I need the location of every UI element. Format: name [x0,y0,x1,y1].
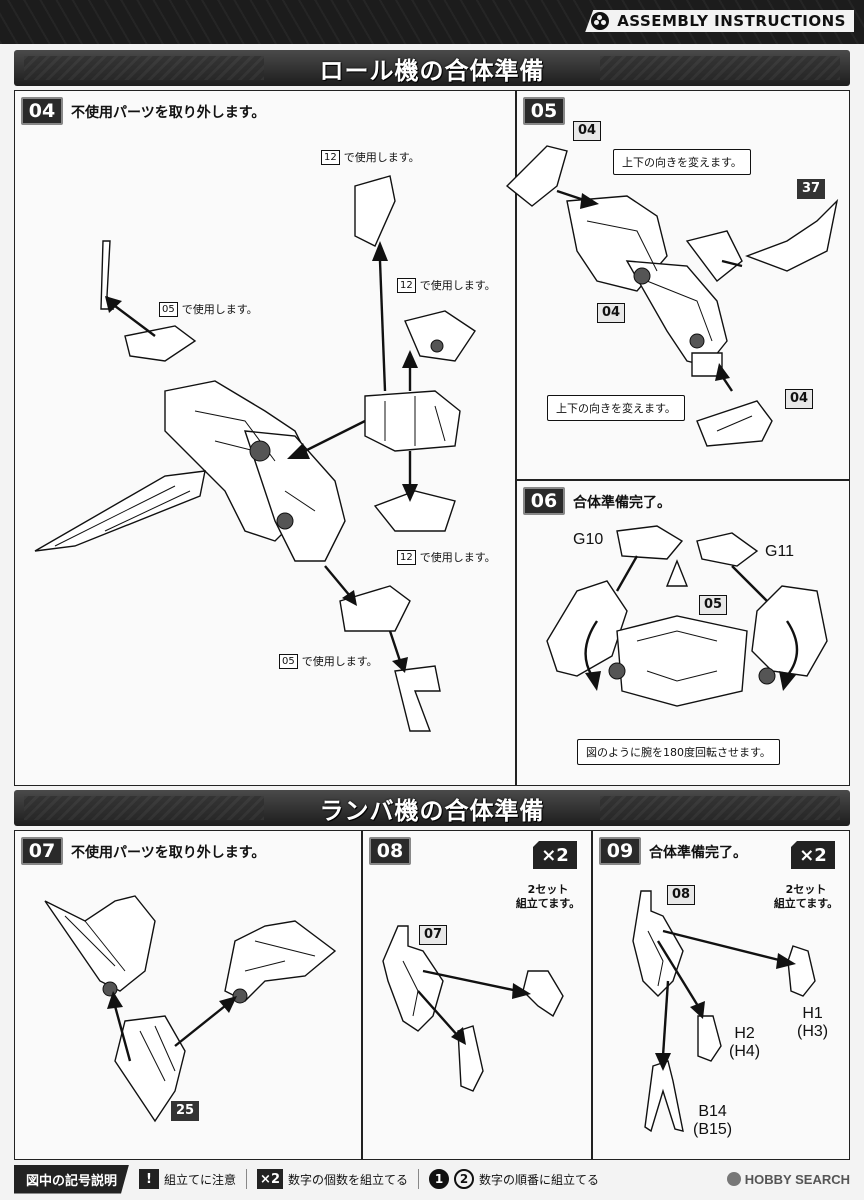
step-07-illustration [44,895,337,1123]
ref-text: で使用します。 [419,551,496,564]
caution-icon: ! [139,1169,160,1189]
arrow-group [105,241,418,673]
legend-caution: ! 組立てに注意 [139,1169,236,1189]
rotate-callout: 図のように腕を180度回転させます。 [577,739,780,765]
part-label-h2-text: H2 [734,1025,755,1042]
part-badge: 04 [573,121,602,141]
multiplier-badge: ×2 [791,841,835,869]
step-04-panel: 04 不使用パーツを取り外します。 12 で使用します。 12 で使用します。 … [14,90,516,786]
ref-text: で使用します。 [419,279,496,292]
arrow-group [584,555,799,691]
section-title-roll: ロール機の合体準備 [319,56,545,85]
ref-tag: 12 で使用します。 [321,149,420,165]
assembly-title-text: ASSEMBLY INSTRUCTIONS [617,12,846,30]
section-banner-roll: ロール機の合体準備 [14,50,850,86]
part-label-b15-text: (B15) [693,1121,733,1138]
step-title: 不使用パーツを取り外します。 [71,105,266,121]
arrow-group [417,969,531,1045]
legend-title: 図中の記号説明 [14,1165,129,1194]
ref-tag: 05 で使用します。 [159,301,258,317]
step-title: 合体準備完了。 [573,495,671,511]
set-note-line1: 2セット [527,883,569,896]
step-number: 09 [599,837,641,865]
part-label-g10: G10 [573,531,604,548]
symbol-legend: 図中の記号説明 ! 組立てに注意 ×2 数字の個数を組立てる 1 2 数字の順番… [14,1164,850,1194]
part-badge: 05 [699,595,728,615]
ref-step-number: 05 [279,653,298,669]
step-04-illustration [34,175,476,732]
set-note: 2セット 組立てます。 [761,883,851,911]
ref-text: で使用します。 [343,151,420,164]
ref-tag: 12 で使用します。 [397,549,496,565]
step-number: 04 [21,97,63,125]
set-note-line1: 2セット [785,883,827,896]
ref-step-number: 05 [159,301,178,317]
order-circle-1-icon: 1 [429,1169,450,1189]
order-text: 数字の順番に組立てる [479,1172,600,1187]
part-label-g11: G11 [765,543,795,560]
part-badge: 37 [797,179,826,199]
arrow-group [556,189,743,392]
callout-top: 上下の向きを変えます。 [613,149,751,175]
part-label-h4-text: (H4) [729,1043,761,1060]
step-title: 不使用パーツを取り外します。 [71,845,266,861]
top-header: ASSEMBLY INSTRUCTIONS [0,0,864,44]
caution-text: 組立てに注意 [164,1172,237,1187]
watermark: HOBBY SEARCH [726,1171,850,1187]
legend-multiplier: ×2 数字の個数を組立てる [257,1169,408,1189]
section-banner-lamba: ランバ機の合体準備 [14,790,850,826]
part-badge: 04 [597,303,626,323]
assembly-title: ASSEMBLY INSTRUCTIONS [585,10,854,32]
logo-icon [591,12,610,30]
section-title-lamba: ランバ機の合体準備 [319,796,545,825]
part-label-h1: H1 (H3) [797,1005,828,1041]
step-09-panel: 09 合体準備完了。 ×2 2セット 組立てます。 08 H1 (H3) H2 … [592,830,850,1160]
watermark-text: HOBBY SEARCH [744,1171,850,1187]
watermark-logo-icon [726,1172,741,1186]
ref-step-number: 12 [321,149,340,165]
ref-tag: 05 で使用します。 [279,653,378,669]
multiplier-text: 数字の個数を組立てる [288,1172,409,1187]
part-badge: 08 [667,885,696,905]
part-label-b14-text: B14 [698,1103,727,1120]
legend-divider [246,1169,248,1189]
set-note-line2: 組立てます。 [773,897,839,910]
part-label-h1-text: H1 [802,1005,823,1022]
step-08-illustration [382,925,564,1092]
step-number: 05 [523,97,565,125]
step-06-panel: 06 合体準備完了。 G10 G11 05 図のように腕を180度回転させます。 [516,480,850,786]
set-note: 2セット 組立てます。 [503,883,593,911]
step-05-panel: 05 04 37 04 04 上下の向きを変えます。 上下の向きを変えます。 [505,90,850,480]
ref-step-number: 12 [397,277,416,293]
step-title: 合体準備完了。 [649,845,747,861]
step-number: 06 [523,487,565,515]
step-number: 07 [21,837,63,865]
part-badge: 25 [171,1101,200,1121]
step-08-panel: 08 ×2 2セット 組立てます。 07 [362,830,592,1160]
part-label-h2: H2 (H4) [729,1025,760,1061]
ref-text: で使用します。 [181,303,258,316]
part-label-h3-text: (H3) [797,1023,829,1040]
ref-step-number: 12 [397,549,416,565]
callout-bottom: 上下の向きを変えます。 [547,395,685,421]
part-badge: 04 [785,389,814,409]
step-05-illustration [505,145,839,447]
part-badge: 07 [419,925,448,945]
arrow-group [107,991,237,1062]
arrow-group [655,929,796,1071]
set-note-line2: 組立てます。 [515,897,581,910]
step-09-illustration [632,890,816,1133]
legend-order: 1 2 数字の順番に組立てる [429,1169,599,1189]
multiplier-badge: ×2 [533,841,577,869]
order-circle-2-icon: 2 [454,1169,475,1189]
step-07-panel: 07 不使用パーツを取り外します。 25 [14,830,362,1160]
step-number: 08 [369,837,411,865]
legend-divider [418,1169,420,1189]
multiplier-icon: ×2 [257,1169,284,1189]
part-label-b14: B14 (B15) [693,1103,732,1139]
step-06-illustration [546,525,828,707]
ref-text: で使用します。 [301,655,378,668]
ref-tag: 12 で使用します。 [397,277,496,293]
